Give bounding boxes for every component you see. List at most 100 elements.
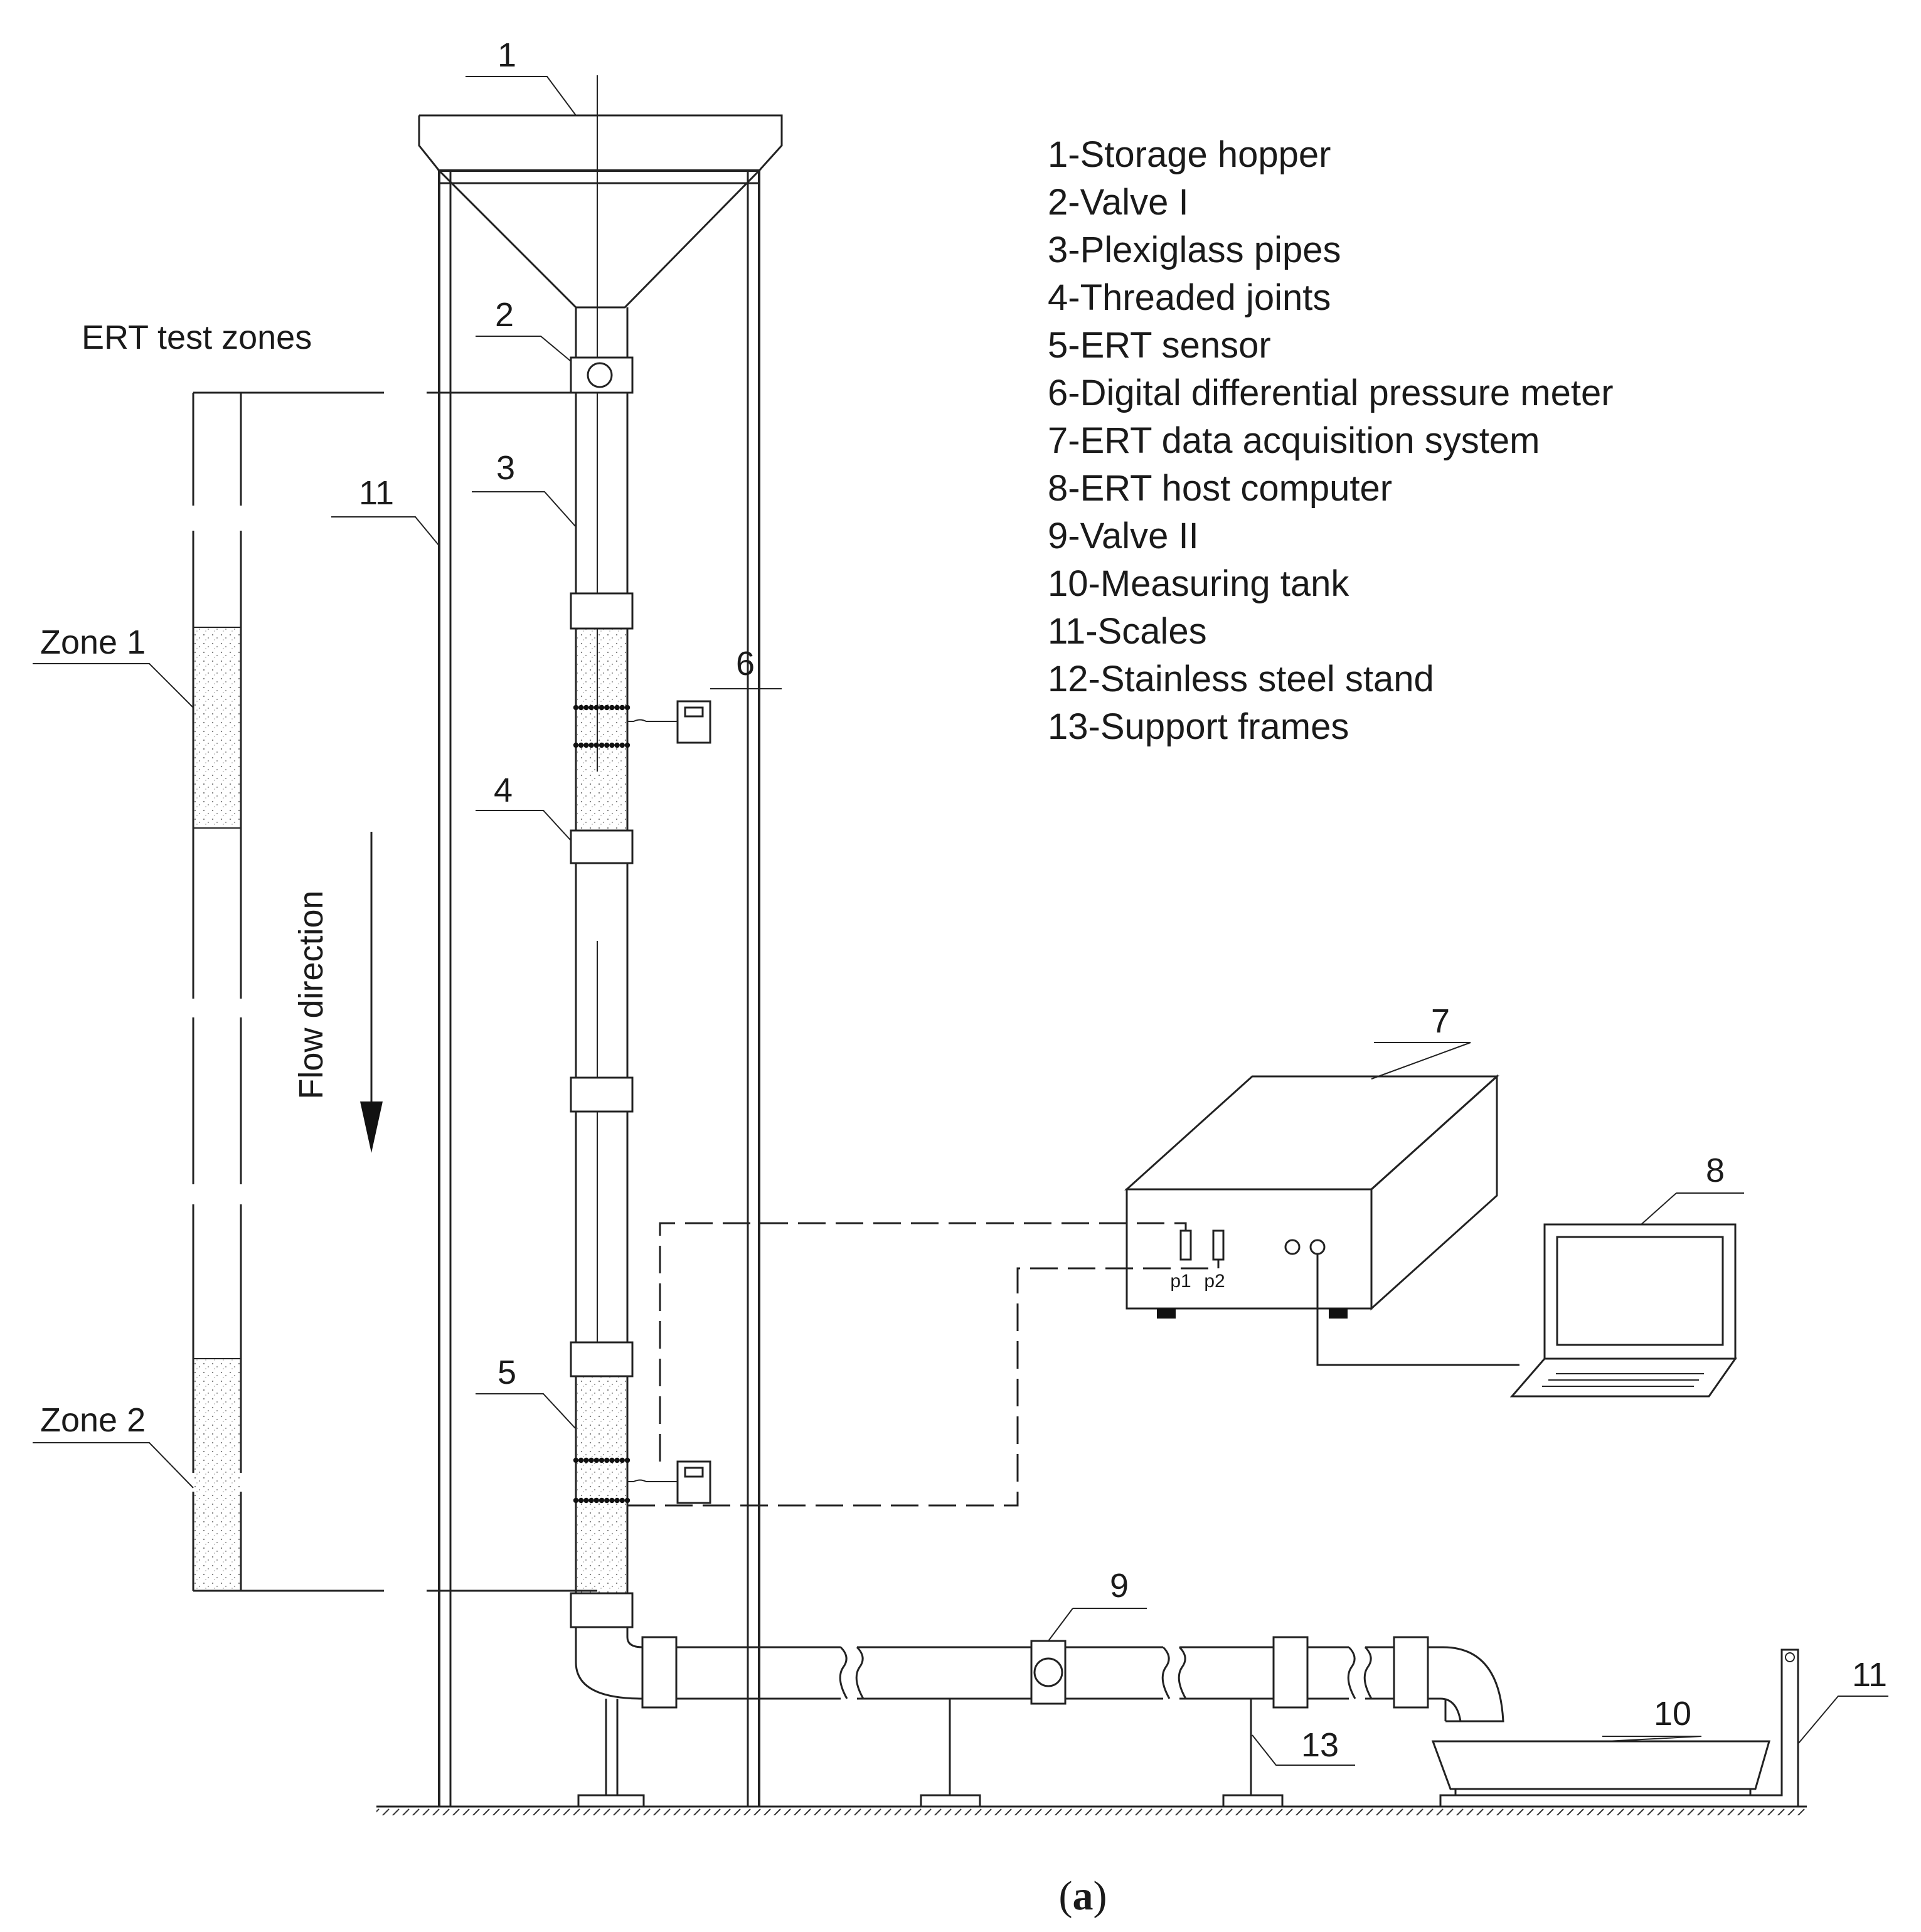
electrode-dot	[619, 1457, 625, 1463]
electrode-dot	[578, 1457, 584, 1463]
flow-direction-arrow	[360, 832, 383, 1153]
legend-item: 5-ERT sensor	[1048, 325, 1271, 366]
electrode-dot	[609, 1457, 615, 1463]
upper-sensor-section	[577, 627, 626, 832]
electrode-dot	[578, 1497, 584, 1504]
callouts: 1 2 3 4 5 6 7 8 9 10 11 11 13	[359, 36, 1887, 1764]
callout-4: 4	[494, 772, 513, 809]
port-p2-label: p2	[1204, 1271, 1225, 1292]
ert-electrode-rings	[573, 704, 631, 1504]
electrode-dot	[609, 704, 615, 711]
ert-data-acquisition-system	[1124, 1074, 1499, 1319]
electrode-dot	[573, 704, 579, 711]
callout-5: 5	[498, 1354, 516, 1391]
electrode-dot	[578, 742, 584, 748]
electrode-dot	[593, 704, 599, 711]
zone-2-region	[194, 1359, 240, 1591]
electrode-dot	[588, 742, 594, 748]
electrode-dot	[604, 1457, 610, 1463]
zone-labels: ERT test zones Zone 1 Zone 2 Flow direct…	[40, 319, 330, 1439]
electrode-dot	[624, 742, 631, 748]
legend: 1-Storage hopper 2-Valve I 3-Plexiglass …	[1048, 134, 1614, 747]
legend-item: 13-Support frames	[1048, 706, 1349, 747]
electrode-dot	[624, 704, 631, 711]
electrode-dot	[599, 1497, 605, 1504]
electrode-dot	[573, 1497, 579, 1504]
port-labels: p1 p2	[1170, 1271, 1225, 1292]
electrode-dot	[619, 742, 625, 748]
electrode-dot	[604, 1497, 610, 1504]
electrode-dot	[624, 1457, 631, 1463]
legend-item: 11-Scales	[1048, 611, 1207, 652]
pressure-meter-lower	[627, 1460, 711, 1504]
vertical-plexiglass-pipe	[575, 307, 629, 1625]
zone-1-label: Zone 1	[40, 624, 146, 661]
legend-item: 4-Threaded joints	[1048, 277, 1331, 318]
electrode-dot	[588, 704, 594, 711]
callout-10: 10	[1654, 1695, 1691, 1733]
callout-8: 8	[1706, 1152, 1725, 1189]
electrode-dot	[619, 704, 625, 711]
electrode-dot	[578, 704, 584, 711]
electrode-dot	[573, 742, 579, 748]
legend-item: 9-Valve II	[1048, 516, 1199, 556]
electrode-dot	[588, 1497, 594, 1504]
callout-3: 3	[496, 449, 515, 487]
ground	[376, 1805, 1807, 1815]
electrode-dot	[609, 1497, 615, 1504]
signal-cables	[627, 1222, 1519, 1507]
electrode-dot	[583, 742, 589, 748]
legend-item: 10-Measuring tank	[1048, 563, 1349, 604]
pressure-meter-upper	[627, 700, 711, 744]
callout-13: 13	[1301, 1726, 1339, 1764]
figure-caption: (a)	[1059, 1873, 1107, 1919]
electrode-dot	[599, 1457, 605, 1463]
electrode-dot	[583, 704, 589, 711]
callout-11-stand: 11	[359, 474, 394, 512]
electrode-dot	[619, 1497, 625, 1504]
legend-item: 3-Plexiglass pipes	[1048, 230, 1341, 270]
electrode-dot	[604, 704, 610, 711]
threaded-joints	[570, 592, 634, 1628]
electrode-dot	[599, 742, 605, 748]
flow-direction-label: Flow direction	[292, 890, 330, 1099]
ert-zone-schematic	[188, 391, 597, 1592]
legend-item: 12-Stainless steel stand	[1048, 659, 1434, 699]
legend-item: 1-Storage hopper	[1048, 134, 1331, 175]
valve-2	[1030, 1640, 1067, 1705]
valve-1	[570, 356, 634, 394]
legend-item: 6-Digital differential pressure meter	[1048, 373, 1614, 413]
callout-1: 1	[498, 36, 516, 74]
callout-9: 9	[1110, 1567, 1129, 1605]
port-p1-label: p1	[1170, 1271, 1191, 1292]
electrode-dot	[624, 1497, 631, 1504]
port-p1	[1179, 1229, 1192, 1261]
support-frames	[577, 1699, 1284, 1808]
electrode-dot	[588, 1457, 594, 1463]
scales	[1439, 1648, 1799, 1807]
callout-11-scales: 11	[1852, 1656, 1887, 1694]
electrode-dot	[614, 1497, 620, 1504]
zone-1-region	[194, 627, 240, 828]
measuring-tank	[1431, 1740, 1770, 1795]
port-p2	[1212, 1229, 1225, 1261]
lower-sensor-section	[577, 1375, 626, 1593]
legend-item: 2-Valve I	[1048, 182, 1189, 223]
electrode-dot	[614, 742, 620, 748]
horizontal-pipe	[575, 1627, 1504, 1722]
electrode-dot	[609, 742, 615, 748]
electrode-dot	[593, 1457, 599, 1463]
callout-7: 7	[1431, 1002, 1450, 1040]
electrode-dot	[599, 704, 605, 711]
electrode-dot	[593, 1497, 599, 1504]
leader-lines	[33, 76, 1888, 1766]
electrode-dot	[583, 1497, 589, 1504]
callout-2: 2	[495, 296, 514, 334]
ert-test-zones-title: ERT test zones	[82, 319, 312, 356]
electrode-dot	[583, 1457, 589, 1463]
electrode-dot	[593, 742, 599, 748]
legend-item: 7-ERT data acquisition system	[1048, 420, 1540, 461]
legend-item: 8-ERT host computer	[1048, 468, 1392, 509]
callout-6: 6	[736, 645, 755, 682]
